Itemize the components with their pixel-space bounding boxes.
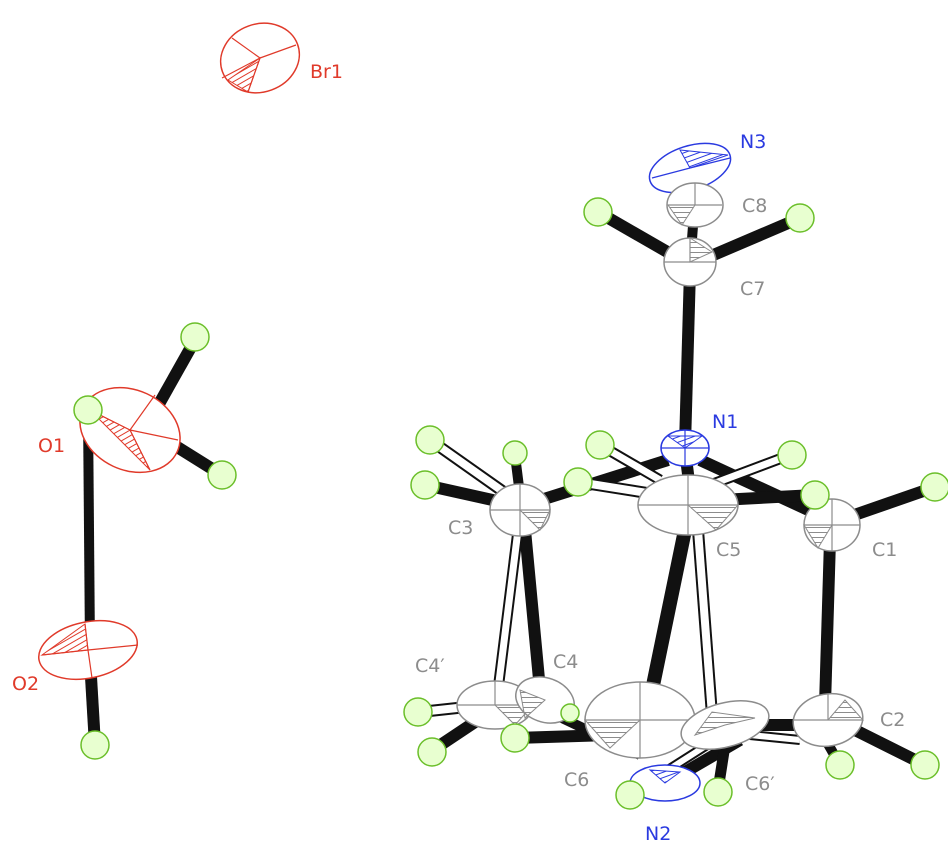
- hydrogen-atom: [410, 470, 440, 500]
- atom-c8: [666, 182, 724, 228]
- bond-n1-h-open-right-inner: [708, 451, 792, 489]
- label-c5: C5: [716, 539, 741, 561]
- hydrogen-atom: [563, 467, 593, 497]
- hydrogen-atom: [800, 480, 830, 510]
- label-br1: Br1: [310, 61, 343, 83]
- label-o1: O1: [38, 435, 65, 457]
- hydrogens: [73, 197, 948, 810]
- label-c2: C2: [880, 709, 905, 731]
- bond-c5-c6p-open-inner: [694, 529, 716, 716]
- label-c8: C8: [742, 195, 767, 217]
- atom-br1: [219, 22, 301, 94]
- bond-c3-c4p-open-inner: [494, 529, 522, 691]
- hydrogen-atom: [207, 460, 237, 490]
- atom-o2: [37, 619, 139, 681]
- labels: Br1 N3 C8 C7 O1 N1 C3 C5 C1 O2 C4′ C4 C2…: [12, 61, 905, 845]
- hydrogen-atom: [615, 780, 645, 810]
- hydrogen-atom: [777, 440, 807, 470]
- bond-c1-c2: [819, 539, 836, 706]
- label-n3: N3: [740, 131, 766, 153]
- label-c1: C1: [872, 539, 897, 561]
- label-c3: C3: [448, 517, 473, 539]
- atom-n1: [660, 429, 710, 467]
- label-c6: C6: [564, 769, 589, 791]
- hydrogen-atom: [80, 730, 110, 760]
- label-c4p: C4′: [415, 655, 445, 677]
- atom-c7: [663, 237, 717, 287]
- bond-c5-c6: [643, 528, 692, 702]
- hydrogen-atom: [415, 425, 445, 455]
- atom-c2: [792, 692, 865, 748]
- atoms: [37, 22, 865, 802]
- hydrogen-atom: [417, 737, 447, 767]
- bond-c7-n1: [679, 269, 696, 446]
- atom-c1: [803, 498, 861, 552]
- label-c6p: C6′: [745, 773, 775, 795]
- atom-c3: [489, 483, 551, 537]
- hydrogen-atom: [583, 197, 613, 227]
- hydrogen-atom: [73, 395, 103, 425]
- label-c4: C4: [553, 651, 578, 673]
- hydrogen-atom: [910, 750, 940, 780]
- hydrogen-atom: [785, 203, 815, 233]
- hydrogen-atom: [180, 322, 210, 352]
- hydrogen-atom: [500, 723, 530, 753]
- atom-c5: [637, 474, 740, 536]
- label-n1: N1: [712, 411, 738, 433]
- label-c7: C7: [740, 278, 765, 300]
- hydrogen-atom: [560, 703, 580, 723]
- hydrogen-atom: [585, 430, 615, 460]
- bond-c2-c6p-open-inner: [749, 732, 801, 743]
- atom-c6p: [680, 700, 770, 750]
- atom-c6: [583, 681, 696, 759]
- label-n2: N2: [645, 823, 671, 845]
- label-o2: O2: [12, 673, 39, 695]
- hydrogen-atom: [403, 697, 433, 727]
- hydrogen-atom: [920, 472, 948, 502]
- hydrogen-atom: [703, 777, 733, 807]
- hydrogen-atom: [502, 440, 528, 466]
- bond-o2-h-top: [83, 409, 95, 651]
- hydrogen-atom: [825, 750, 855, 780]
- atom-c4: [515, 676, 575, 724]
- bond-c3-c4: [519, 529, 546, 691]
